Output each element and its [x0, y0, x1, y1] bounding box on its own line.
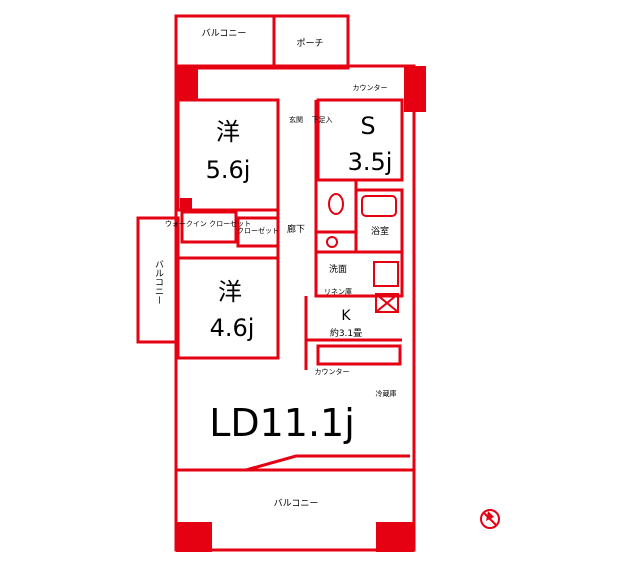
toilet-icon [328, 193, 344, 215]
bath-label: 浴室 [371, 225, 389, 237]
compass-north-icon [480, 509, 500, 529]
toilet-wall [314, 178, 358, 234]
counter-top-label: カウンター [353, 83, 388, 92]
western1-kind: 洋 [216, 118, 240, 146]
fridge-label: 冷蔵庫 [376, 389, 397, 398]
stove-cross-b [375, 293, 399, 313]
sink-icon [326, 236, 338, 248]
western1-size: 5.6j [206, 156, 251, 184]
service-wall [316, 98, 404, 182]
walls [136, 14, 416, 552]
column-tl [176, 66, 198, 100]
balcony-top-label: バルコニー [202, 28, 247, 39]
western2-kind: 洋 [218, 278, 242, 306]
bottom-balcony-wall [174, 468, 416, 552]
ld-window-line [180, 454, 410, 472]
service-kind: S [360, 112, 375, 140]
column-mid [180, 198, 192, 210]
ld-label: LD11.1j [209, 401, 355, 445]
stove-icon [375, 293, 399, 313]
entrance-label: 玄関 [289, 115, 303, 124]
fixtures [326, 193, 399, 313]
western2-size: 4.6j [210, 314, 255, 342]
column-br [376, 522, 414, 552]
wic-label: ウォークイン クローゼット [165, 219, 251, 228]
linen-label: リネン庫 [324, 287, 352, 296]
balcony-bottom-label: バルコニー [274, 498, 319, 509]
balcony-side-label: バルコニー [153, 259, 164, 304]
western1-wall [176, 98, 280, 212]
columns [176, 66, 426, 552]
wic-wall [180, 210, 238, 244]
service-size: 3.5j [348, 148, 393, 176]
hallway-label: 廊下 [287, 223, 305, 235]
top-balcony-wall [174, 14, 276, 70]
washroom-label: 洗面 [329, 263, 347, 275]
shoe-box-label: 下足入 [312, 116, 333, 124]
column-tr [404, 66, 426, 112]
column-bl [176, 522, 212, 552]
kitchen-kind: K [341, 308, 351, 324]
closet-label: クローゼット [237, 226, 279, 235]
counter-kitchen-label: カウンター [315, 367, 350, 376]
bathtub-icon [361, 195, 397, 217]
outer-wall [174, 64, 416, 552]
washing-machine-icon [373, 261, 399, 287]
porch-wall [272, 14, 350, 70]
porch-label: ポーチ [296, 38, 323, 49]
western2-wall [176, 256, 280, 360]
kitchen-counter [316, 344, 402, 366]
kitchen-size: 約3.1畳 [330, 327, 362, 339]
